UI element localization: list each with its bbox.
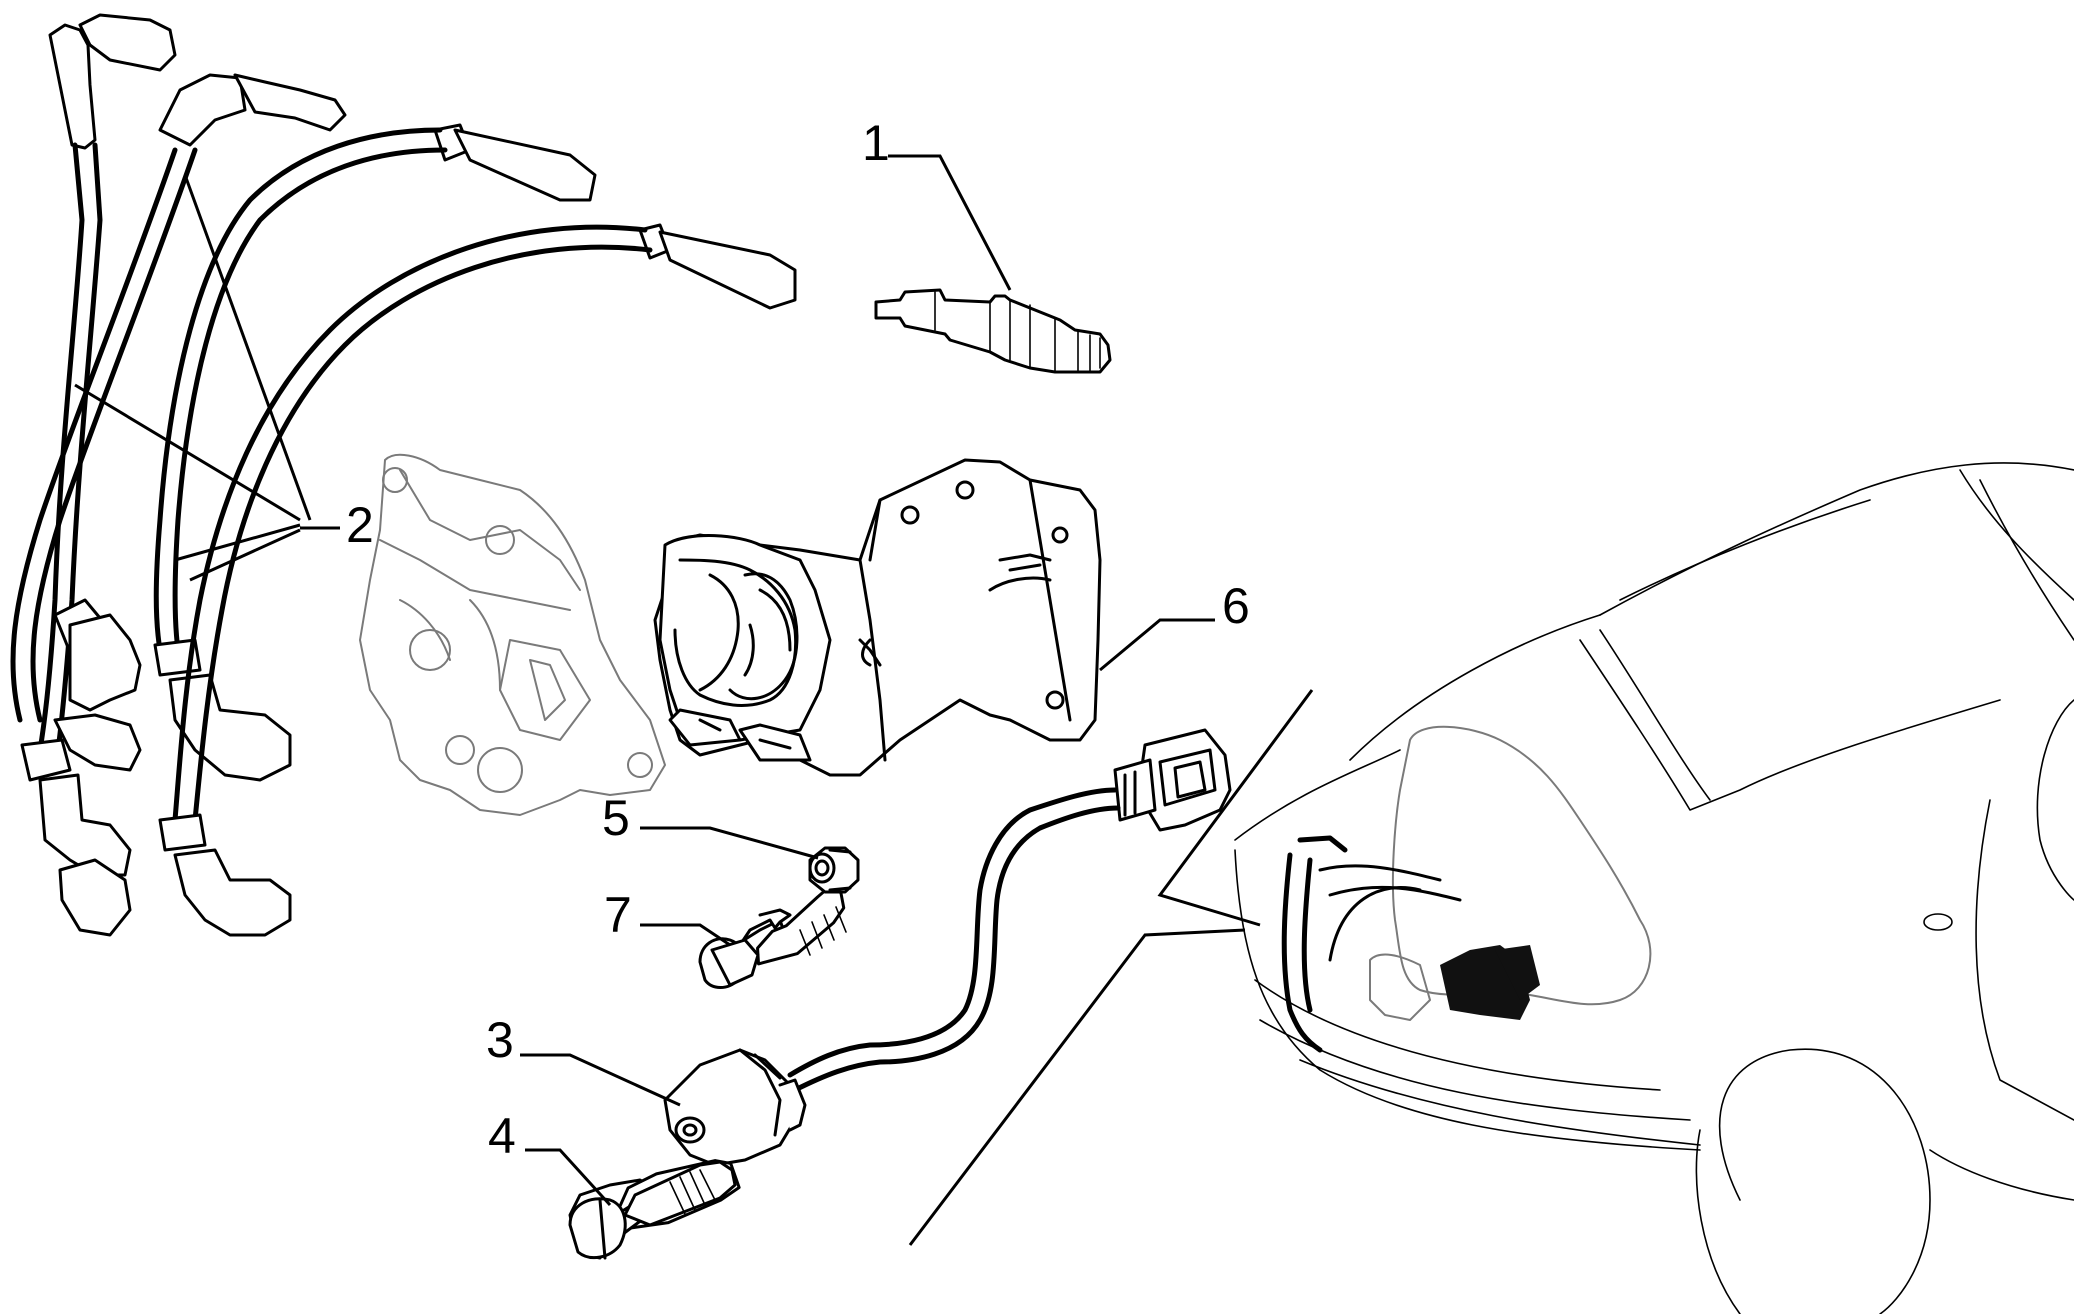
callout-7: 7 bbox=[604, 887, 632, 943]
callout-6: 6 bbox=[1222, 578, 1250, 634]
callouts: 1 2 3 4 5 6 7 bbox=[346, 115, 1250, 1164]
callout-4: 4 bbox=[488, 1108, 516, 1164]
callout-1: 1 bbox=[862, 115, 890, 171]
car-front-outline bbox=[1234, 462, 2074, 1314]
ignition-cables bbox=[10, 13, 797, 937]
callout-2: 2 bbox=[346, 497, 374, 553]
leader-lines bbox=[520, 154, 1215, 1207]
coil-bracket bbox=[653, 458, 1102, 777]
sensor-with-cable bbox=[663, 728, 1232, 1167]
bolt-part-4 bbox=[568, 1159, 741, 1260]
distributor bbox=[359, 453, 666, 816]
callout-3: 3 bbox=[486, 1012, 514, 1068]
spark-plug bbox=[874, 288, 1112, 374]
reference-lines bbox=[908, 689, 1314, 1246]
bolt-part-7 bbox=[698, 885, 847, 989]
callout-5: 5 bbox=[602, 790, 630, 846]
nut-part-5 bbox=[808, 846, 860, 894]
